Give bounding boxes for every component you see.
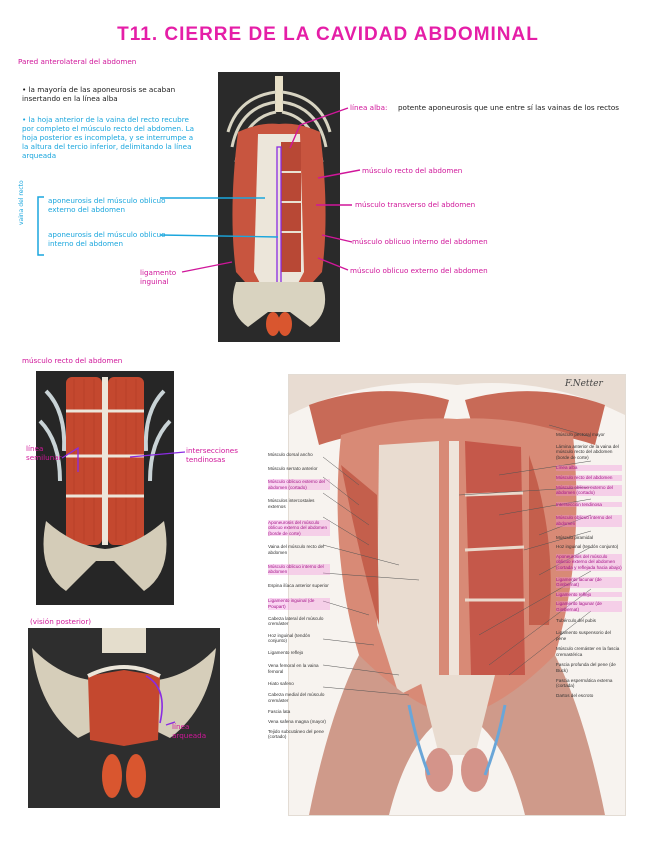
netter-label-left: Cabeza lateral del músculo cremáster bbox=[268, 615, 324, 627]
netter-label-right: Dartos del escroto bbox=[556, 692, 594, 698]
vaina-bracket bbox=[37, 196, 44, 256]
netter-label-left: Músculo dorsal ancho bbox=[268, 452, 313, 457]
netter-label-right: Músculo piramidal bbox=[556, 534, 594, 540]
note-vaina-recto: • la hoja anterior de la vaina del recto… bbox=[22, 115, 195, 160]
netter-signature: F.Netter bbox=[565, 379, 603, 389]
netter-label-right: Aponeurosis del músculo oblicuo externo … bbox=[556, 553, 622, 571]
label-linea-alba-desc: potente aponeurosis que une entre sí las… bbox=[398, 103, 620, 112]
netter-label-left: Músculos intercostales externos bbox=[268, 498, 315, 509]
netter-label-left: Vaina del músculo recto del abdomen bbox=[268, 544, 325, 555]
netter-label-right: Línea alba bbox=[556, 465, 622, 471]
label-linea-alba: línea alba: bbox=[350, 103, 388, 112]
illustration-anterolateral-wall bbox=[218, 72, 340, 342]
netter-label-right: Ligamento suspensorio del pene bbox=[556, 630, 611, 641]
netter-label-left: Aponeurosis del músculo oblicuo externo … bbox=[268, 519, 330, 537]
label-linea-arqueada: línea arqueada bbox=[172, 722, 207, 740]
bracket-label-vaina: vaina del recto bbox=[18, 180, 25, 225]
illustration-rectus bbox=[36, 371, 174, 605]
netter-label-right: Ligamento lacunar (de Gimbernat) bbox=[556, 576, 622, 588]
netter-label-right: Intersección tendinosa bbox=[556, 501, 622, 508]
netter-label-left: Espina ilíaca anterior superior bbox=[268, 582, 329, 588]
label-aponeurosis-externo: aponeurosis del músculo oblicuo externo … bbox=[48, 196, 166, 214]
section-heading-posterior: (visión posterior) bbox=[30, 617, 92, 626]
netter-label-right: Lámina anterior de la vaina del músculo … bbox=[556, 443, 619, 460]
netter-label-left: Músculo oblicuo externo del abdomen (cor… bbox=[268, 479, 330, 491]
section-heading-recto: músculo recto del abdomen bbox=[22, 356, 123, 365]
note-insertion: • la mayoría de las aponeurosis se acaba… bbox=[22, 85, 176, 103]
section-heading-anterolateral: Pared anterolateral del abdomen bbox=[18, 57, 137, 66]
label-ligamento-inguinal: ligamento inguinal bbox=[140, 268, 177, 286]
netter-label-right: Músculo recto del abdomen bbox=[556, 474, 622, 481]
netter-left-labels: Músculo dorsal ancho Músculo serrato ant… bbox=[268, 452, 330, 740]
netter-label-left: Fascia lata bbox=[268, 709, 291, 715]
netter-label-right: Músculo oblicuo externo del abdomen (cor… bbox=[556, 484, 622, 496]
netter-label-left: Hiato safeno bbox=[268, 680, 294, 686]
netter-label-left: Vena safena magna (mayor) bbox=[268, 719, 326, 725]
label-intersecciones: intersecciones tendinosas bbox=[186, 446, 238, 464]
label-transverso: músculo transverso del abdomen bbox=[355, 200, 476, 209]
netter-label-left: Cabeza medial del músculo cremáster bbox=[268, 692, 325, 703]
netter-label-right: Fascia espermática externa (cortada) bbox=[556, 677, 613, 689]
label-linea-semilunar: línea semilunar bbox=[26, 444, 62, 462]
netter-label-left: Músculo serrato anterior bbox=[268, 465, 318, 471]
illustration-posterior-view bbox=[28, 628, 220, 808]
netter-label-left: Ligamento inguinal (de Poupart) bbox=[268, 598, 330, 610]
label-aponeurosis-interno: aponeurosis del músculo oblicuo interno … bbox=[48, 230, 166, 248]
netter-label-left: Músculo oblicuo interno del abdomen bbox=[268, 563, 330, 575]
netter-label-right: Fascia profunda del pene (de Buck) bbox=[556, 662, 616, 674]
netter-right-labels: Músculo pectoral mayor Lámina anterior d… bbox=[556, 432, 622, 698]
label-recto: músculo recto del abdomen bbox=[362, 166, 463, 175]
label-oblicuo-externo: músculo oblicuo externo del abdomen bbox=[350, 266, 488, 275]
netter-plate: F.Netter bbox=[288, 374, 626, 816]
netter-label-right: Músculo pectoral mayor bbox=[556, 432, 605, 437]
netter-label-right: Hoz inguinal (tendón conjunto) bbox=[556, 544, 619, 550]
netter-label-left: Vena femoral en la vaina femoral bbox=[268, 663, 319, 675]
netter-label-right: Ligamento reflejo bbox=[556, 591, 622, 598]
netter-label-left: Ligamento reflejo bbox=[268, 649, 304, 655]
netter-label-left: Tejido subcutáneo del pene (cortado) bbox=[268, 728, 324, 740]
label-oblicuo-interno: músculo oblicuo interno del abdomen bbox=[352, 237, 488, 246]
netter-label-right: Ligamento lagunar (de Gimbernat) bbox=[556, 601, 622, 613]
netter-label-left: Hoz inguinal (tendón conjunto) bbox=[268, 632, 311, 644]
netter-label-right: Tubérculo del pubis bbox=[556, 618, 596, 624]
netter-label-right: Músculo oblicuo interno del abdomen bbox=[556, 515, 622, 527]
page-title: T11. CIERRE DE LA CAVIDAD ABDOMINAL bbox=[117, 24, 539, 45]
netter-label-right: Músculo cremáster en la fascia cremastér… bbox=[556, 646, 620, 657]
